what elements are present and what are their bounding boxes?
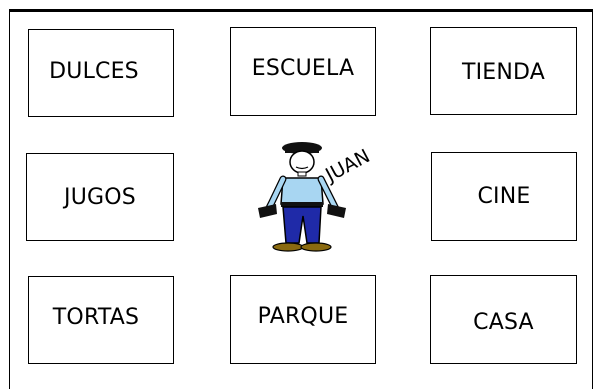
card-tortas[interactable]: TORTAS bbox=[28, 276, 174, 364]
card-cine[interactable]: CINE bbox=[431, 152, 577, 241]
card-label: TIENDA bbox=[461, 59, 546, 85]
card-label: PARQUE bbox=[257, 304, 349, 329]
card-label: TORTAS bbox=[52, 304, 140, 330]
juan-character[interactable]: JUAN bbox=[250, 138, 400, 260]
card-label: ESCUELA bbox=[251, 56, 355, 81]
character-name: JUAN bbox=[321, 145, 373, 187]
card-label: CINE bbox=[477, 184, 531, 209]
game-board bbox=[9, 9, 593, 389]
card-label: JUGOS bbox=[64, 184, 136, 210]
card-parque[interactable]: PARQUE bbox=[230, 275, 376, 364]
card-label: DULCES bbox=[49, 58, 139, 84]
card-casa[interactable]: CASA bbox=[430, 275, 577, 364]
card-escuela[interactable]: ESCUELA bbox=[230, 27, 376, 116]
boy-with-cap-icon: JUAN bbox=[258, 142, 374, 252]
card-tienda[interactable]: TIENDA bbox=[430, 27, 577, 115]
card-dulces[interactable]: DULCES bbox=[28, 29, 174, 117]
card-jugos[interactable]: JUGOS bbox=[26, 153, 174, 241]
card-label: CASA bbox=[473, 310, 534, 335]
